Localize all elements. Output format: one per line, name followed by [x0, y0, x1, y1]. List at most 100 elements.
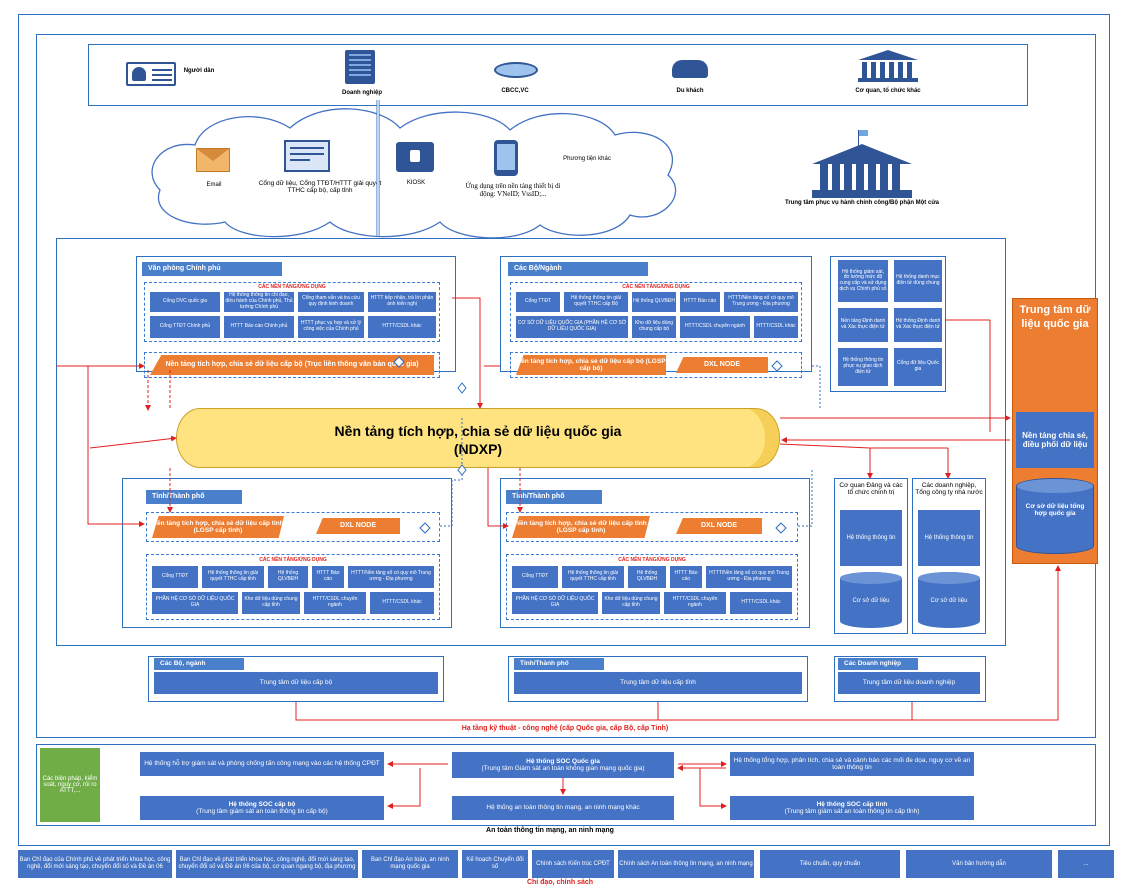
vp-app-6[interactable]: HTTT Báo cáo Chính phủ: [224, 316, 294, 338]
vp-app-8[interactable]: HTTT/CSDL khác: [368, 316, 436, 338]
policy-6[interactable]: Chính sách An toàn thông tin mạng, an ni…: [618, 850, 754, 878]
dn-nha-nuoc-db-cylinder[interactable]: Cơ sở dữ liệu: [918, 572, 980, 628]
tr-app-2[interactable]: Hệ thống thông tin giải quyết TTHC cấp t…: [562, 566, 624, 588]
soc-national-sub: (Trung tâm Giám sát an toàn không gian m…: [481, 765, 645, 772]
vp-app-7[interactable]: HTTT phục vụ họp và xử lý công việc của …: [298, 316, 364, 338]
tl-app-7[interactable]: Kho dữ liệu dùng chung cấp tỉnh: [242, 592, 300, 614]
ndxp-cylinder[interactable]: Nền tảng tích hợp, chia sẻ dữ liệu quốc …: [176, 408, 780, 468]
policy-2[interactable]: Ban Chỉ đạo về phát triển khoa học, công…: [176, 850, 358, 878]
soc-bo-title: Hệ thống SOC cấp bộ: [228, 800, 296, 808]
shared-system-6[interactable]: Cổng dữ liệu Quốc gia: [894, 348, 942, 386]
dang-system[interactable]: Hệ thống thông tin: [840, 510, 902, 566]
national-db-cylinder[interactable]: Cơ sở dữ liệu tổng hợp quốc gia: [1016, 478, 1094, 554]
policy-8[interactable]: Văn bản hướng dẫn: [906, 850, 1052, 878]
sec-monitor[interactable]: Hệ thống hỗ trợ giám sát và phòng chống …: [140, 752, 384, 776]
sec-other[interactable]: Hệ thống an toàn thông tin mạng, an ninh…: [452, 796, 674, 820]
soc-tinh-title: Hệ thống SOC cấp tỉnh: [816, 800, 888, 808]
dc-tinh[interactable]: Trung tâm dữ liệu cấp tỉnh: [514, 672, 802, 694]
tr-app-1[interactable]: Cổng TTĐT: [512, 566, 558, 588]
tl-app-8[interactable]: HTTT/CSDL chuyên ngành: [304, 592, 366, 614]
bn-app-2[interactable]: Hệ thống thông tin giải quyết TTHC cấp B…: [564, 292, 628, 312]
bn-app-3[interactable]: Hệ thống QLVBĐH: [632, 292, 676, 312]
soc-national[interactable]: Hệ thống SOC Quốc gia (Trung tâm Giám sá…: [452, 752, 674, 778]
actor-nguoi-dan: Người dân: [183, 68, 215, 74]
tl-app-4[interactable]: HTTT Báo cáo: [312, 566, 344, 588]
bn-app-1[interactable]: Cổng TTĐT: [516, 292, 560, 312]
shared-systems-panel: [830, 256, 946, 392]
service-center-icon: [812, 130, 912, 198]
tl-app-9[interactable]: HTTT/CSDL khác: [370, 592, 434, 614]
tl-app-3[interactable]: Hệ thống QLVBĐH: [268, 566, 308, 588]
vp-app-4[interactable]: HTTT tiếp nhận, trả lời phản ánh kiến ng…: [368, 292, 436, 312]
shared-system-5[interactable]: Hệ thống thông tin phục vụ giao dịch điệ…: [838, 348, 888, 386]
dc-dn[interactable]: Trung tâm dữ liệu doanh nghiệp: [838, 672, 980, 694]
bn-app-7[interactable]: Kho dữ liệu dùng chung cấp bộ: [632, 316, 676, 338]
vp-app-3[interactable]: Cổng tham vấn và tra cứu quy định kinh d…: [298, 292, 364, 312]
actor-doanh-nghiep: Doanh nghiệp: [342, 90, 382, 96]
vp-lgsp[interactable]: Nền tảng tích hợp, chia sẻ dữ liệu cấp b…: [150, 355, 434, 375]
tr-app-3[interactable]: Hệ thống QLVBĐH: [628, 566, 666, 588]
bo-nganh-header: Các Bộ/Ngành: [508, 262, 648, 276]
tr-app-9[interactable]: HTTT/CSDL khác: [730, 592, 792, 614]
vp-app-1[interactable]: Cổng DVC quốc gia: [150, 292, 220, 312]
tl-app-1[interactable]: Cổng TTĐT: [152, 566, 198, 588]
bn-app-5[interactable]: HTTT/Nền tảng số có quy mô Trung ương - …: [724, 292, 798, 312]
bn-lgsp[interactable]: Nền tảng tích hợp, chia sẻ dữ liệu cấp b…: [516, 355, 666, 375]
shared-system-2[interactable]: Hệ thống danh mục điện tử dùng chung: [894, 260, 942, 302]
tr-app-5[interactable]: HTTT/Nền tảng số có quy mô Trung ương - …: [706, 566, 792, 588]
shared-system-1[interactable]: Hệ thống giám sát, đo lường mức độ cung …: [838, 260, 888, 302]
policy-4[interactable]: Kế hoạch Chuyển đổi số: [462, 850, 528, 878]
tr-app-7[interactable]: Kho dữ liệu dùng chung cấp tỉnh: [602, 592, 660, 614]
national-db-label: Cơ sở dữ liệu tổng hợp quốc gia: [1025, 503, 1085, 517]
dang-title: Cơ quan Đảng và các tổ chức chính trị: [839, 482, 903, 496]
dc-bo[interactable]: Trung tâm dữ liệu cấp bộ: [154, 672, 438, 694]
tinh-right-lgsp[interactable]: Nền tảng tích hợp, chia sẻ dữ liệu cấp t…: [512, 516, 650, 538]
bn-dxl-node[interactable]: DXL NODE: [676, 357, 768, 373]
policy-5[interactable]: Chính sách Kiến trúc CPĐT: [532, 850, 614, 878]
bn-app-6[interactable]: CƠ SỞ DỮ LIỆU QUỐC GIA (PHẦN HỆ CƠ SỞ DỮ…: [516, 316, 628, 338]
tr-app-6[interactable]: PHẦN HỆ CƠ SỞ DỮ LIỆU QUỐC GIA: [512, 592, 598, 614]
data-center-title: Trung tâm dữ liệu quốc gia: [1019, 304, 1091, 330]
car-icon: [672, 60, 708, 78]
soc-national-title: Hệ thống SOC Quốc gia: [526, 757, 600, 765]
vp-app-5[interactable]: Cổng TTĐT Chính phủ: [150, 316, 220, 338]
outer-frame: [18, 14, 1110, 846]
actor-co-quan: Cơ quan, tổ chức khác: [855, 88, 921, 94]
tr-app-8[interactable]: HTTT/CSDL chuyên ngành: [664, 592, 726, 614]
shared-system-4[interactable]: Hệ thống Định danh và Xác thực điện tử: [894, 308, 942, 342]
bn-app-4[interactable]: HTTT Báo cáo: [680, 292, 720, 312]
sec-analysis[interactable]: Hệ thống tổng hợp, phân tích, chia sẻ và…: [730, 752, 974, 776]
data-center-platform[interactable]: Nền tảng chia sẻ, điều phối dữ liệu: [1016, 412, 1094, 468]
id-card-icon: [126, 62, 176, 86]
security-measures: Các biện pháp, kiểm soát, nguy cơ, rủi r…: [40, 748, 100, 822]
soc-bo[interactable]: Hệ thống SOC cấp bộ (Trung tâm giám sát …: [140, 796, 384, 820]
dn-nha-nuoc-system[interactable]: Hệ thống thông tin: [918, 510, 980, 566]
policy-1[interactable]: Ban Chỉ đạo của Chính phủ về phát triển …: [18, 850, 172, 878]
soc-tinh[interactable]: Hệ thống SOC cấp tỉnh (Trung tâm giám sá…: [730, 796, 974, 820]
soc-tinh-sub: (Trung tâm giám sát an toàn thông tin cấ…: [784, 808, 920, 815]
actors-panel: [88, 44, 1028, 106]
tl-app-2[interactable]: Hệ thống thông tin giải quyết TTHC cấp t…: [202, 566, 264, 588]
policy-3[interactable]: Ban Chỉ đạo An toàn, an ninh mạng quốc g…: [362, 850, 458, 878]
shared-system-3[interactable]: Nền tảng Định danh và Xác thực điện tử: [838, 308, 888, 342]
dc-tinh-header: Tỉnh/Thành phố: [514, 658, 604, 670]
kiosk-icon: [396, 142, 434, 172]
tl-app-6[interactable]: PHẦN HỆ CƠ SỞ DỮ LIỆU QUỐC GIA: [152, 592, 238, 614]
policy-9[interactable]: ...: [1058, 850, 1114, 878]
tinh-left-lgsp[interactable]: Nền tảng tích hợp, chia sẻ dữ liệu cấp t…: [152, 516, 284, 538]
policy-7[interactable]: Tiêu chuẩn, quy chuẩn: [760, 850, 900, 878]
channel-mobile: Ứng dụng trên nền tảng thiết bị di động:…: [465, 182, 561, 198]
bn-app-8[interactable]: HTTT/CSDL chuyên ngành: [680, 316, 750, 338]
tinh-left-dxl-node[interactable]: DXL NODE: [316, 518, 400, 534]
tinh-left-lgsp-group: [146, 512, 440, 542]
bn-app-9[interactable]: HTTT/CSDL khác: [754, 316, 798, 338]
van-phong-apps-group: [144, 282, 440, 342]
dn-nha-nuoc-title: Các doanh nghiệp, Tổng công ty nhà nước: [915, 482, 983, 496]
tinh-right-dxl-node[interactable]: DXL NODE: [676, 518, 762, 534]
tr-app-4[interactable]: HTTT Báo cáo: [670, 566, 702, 588]
security-frame: [36, 744, 1096, 826]
vp-app-2[interactable]: Hệ thống thông tin chỉ đạo, điều hành củ…: [224, 292, 294, 312]
tl-app-5[interactable]: HTTT/Nền tảng số có quy mô Trung ương - …: [348, 566, 434, 588]
dang-db-cylinder[interactable]: Cơ sở dữ liệu: [840, 572, 902, 628]
infra-label: Hạ tầng kỹ thuật - công nghệ (cấp Quốc g…: [461, 725, 669, 732]
